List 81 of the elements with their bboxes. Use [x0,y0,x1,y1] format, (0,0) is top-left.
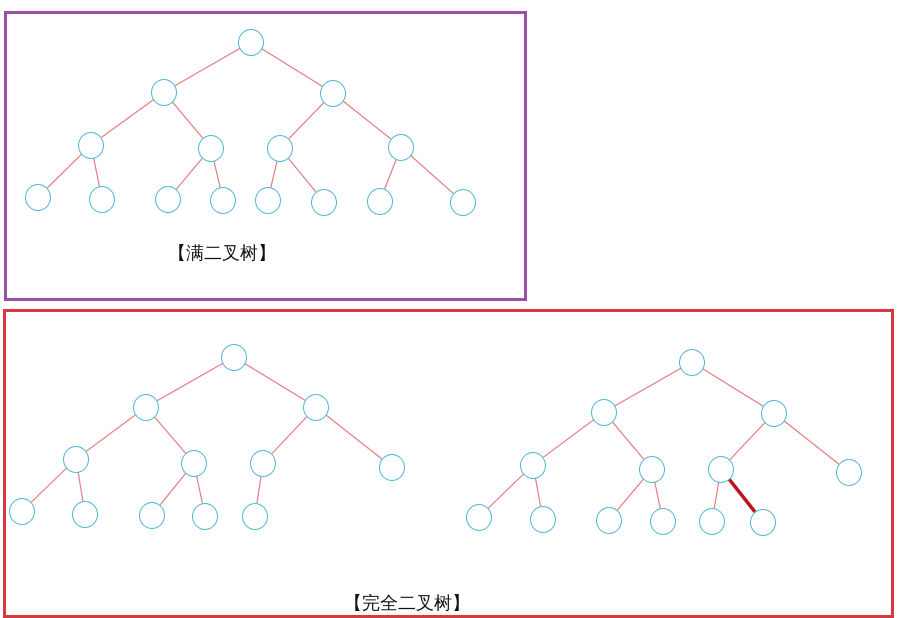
tree-node-circle [9,498,35,524]
tree-node-circle [139,502,165,528]
tree-edge [271,416,308,454]
tree-node-circle [63,446,89,472]
tree-edge [288,158,316,192]
tree-edge [262,48,322,87]
tree-edge [196,476,203,504]
tree-node-circle [198,134,224,162]
tree-edge [615,368,681,406]
tree-edge [176,158,204,190]
tree-edge [410,155,454,194]
tree-edge [714,482,720,508]
tree-edge [154,416,186,454]
tree-node-circle [155,186,181,212]
tree-edge [534,478,542,506]
tree-edge [46,154,82,188]
tree-node-circle [750,508,776,536]
tree-node-circle [25,184,51,210]
tree-node-circle [699,508,725,534]
tree-edge [86,414,136,452]
tree-node-circle [238,28,264,56]
tree-node-circle [192,502,218,530]
tree-panel [3,309,894,618]
tree-edge [175,48,240,86]
tree-edge [612,422,644,460]
caption-text: 【完全二叉树】 [344,592,470,615]
tree-node-circle [520,452,546,478]
tree-node-circle [466,504,492,530]
tree-node-circle [320,80,346,106]
tree-node-circle [242,502,268,530]
tree-node-circle [388,134,414,160]
tree-edge [101,99,154,138]
tree-node-circle [221,344,247,370]
tree-node-circle [303,394,329,420]
tree-node-circle [650,508,676,534]
tree-edge [160,472,186,506]
tree-node-circle [596,506,622,534]
tree-panel [4,11,527,301]
tree-edge [326,414,382,460]
tree-node-circle [367,188,393,214]
tree-edge [543,419,594,458]
tree-node-circle [89,186,115,212]
tree-edge [384,158,397,190]
tree-node-circle [450,188,476,216]
tree-edge [729,422,766,460]
tree-edge [157,362,223,402]
tree-node-circle [379,454,405,480]
tree-edge [342,100,392,140]
tree-node-circle [72,500,98,528]
tree-node-circle [78,132,104,158]
tree-node-circle [181,450,207,476]
tree-node-circle [133,394,159,420]
tree-edge [728,478,756,513]
tree-node-circle [836,458,862,486]
tree-node-circle [311,188,337,216]
caption-text: 【满二叉树】 [168,242,276,265]
tree-node-circle [210,186,236,214]
tree-edge [784,420,840,464]
tree-edge [172,102,204,138]
tree-node-circle [151,78,177,106]
tree-edge [270,160,278,188]
tree-node-circle [679,348,705,376]
tree-node-circle [530,506,556,532]
tree-node-circle [591,398,617,426]
tree-edge [256,476,262,504]
tree-edge [702,368,764,407]
tree-edge [616,478,644,510]
tree-edge [78,472,84,502]
tree-node-circle [255,186,281,214]
tree-edge [244,363,306,401]
tree-node-circle [250,450,276,476]
tree-edge [30,468,68,502]
tree-node-circle [267,134,293,162]
tree-edge [488,474,524,508]
tree-node-circle [708,456,734,482]
tree-edge [654,482,661,508]
tree-edge [213,160,221,188]
tree-edge [93,158,100,186]
tree-node-circle [639,456,665,482]
tree-edge [288,102,324,140]
tree-node-circle [761,400,787,426]
